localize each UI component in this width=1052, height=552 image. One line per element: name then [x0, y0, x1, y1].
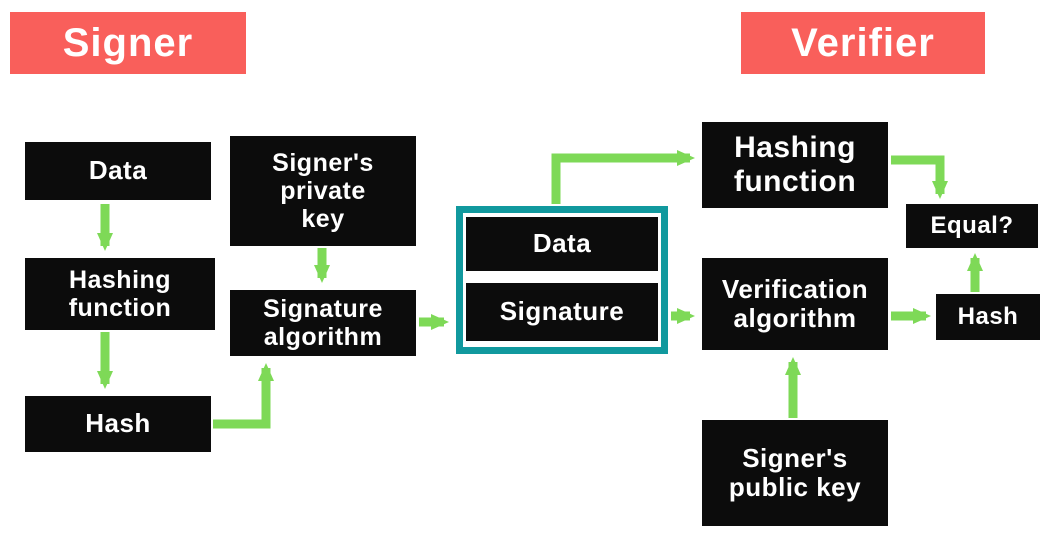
arrow-hash-to-signature-algorithm — [213, 363, 274, 429]
payload-data-box: Data — [466, 217, 658, 271]
hash-verifier-box: Hash — [936, 294, 1040, 340]
public-key-box: Signer's public key — [702, 420, 888, 526]
arrow-payload-to-verifier-hashing — [551, 150, 695, 204]
signed-payload-container: Data Signature — [456, 206, 668, 354]
private-key-box: Signer's private key — [230, 136, 416, 246]
equal-box: Equal? — [906, 204, 1038, 248]
signer-header: Signer — [10, 12, 246, 74]
hashing-function-signer-box: Hashing function — [25, 258, 215, 330]
payload-signature-box: Signature — [466, 283, 658, 341]
arrow-verifier-hashing-to-equal — [891, 155, 948, 199]
data-box: Data — [25, 142, 211, 200]
hash-signer-box: Hash — [25, 396, 211, 452]
hashing-function-verifier-box: Hashing function — [702, 122, 888, 208]
signature-algorithm-box: Signature algorithm — [230, 290, 416, 356]
verification-algorithm-box: Verification algorithm — [702, 258, 888, 350]
verifier-header: Verifier — [741, 12, 985, 74]
